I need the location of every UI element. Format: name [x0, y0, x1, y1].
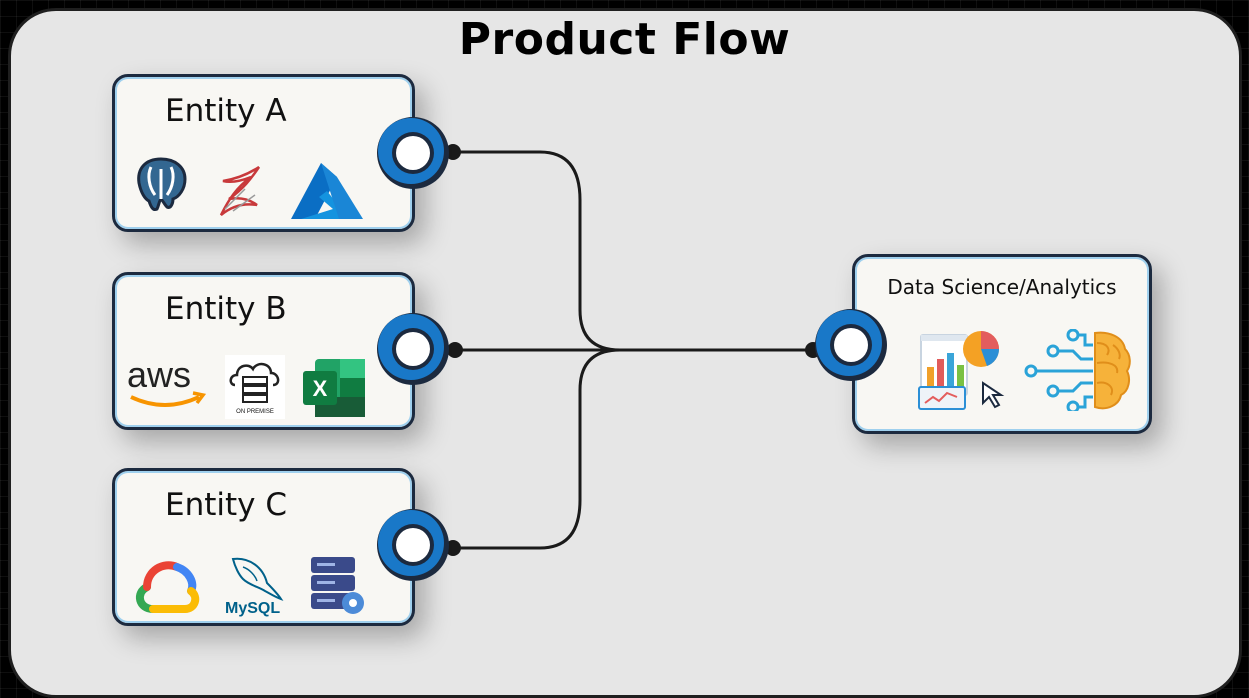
excel-icon-letter: X — [313, 376, 328, 401]
entity-a-connector[interactable] — [374, 114, 452, 192]
google-cloud-icon — [135, 561, 200, 613]
azure-icon — [291, 163, 363, 219]
aws-icon-text: aws — [127, 355, 191, 395]
sql-server-icon — [219, 165, 261, 216]
analytics-connector[interactable] — [812, 306, 890, 384]
connection-lines — [445, 144, 821, 556]
database-server-icon — [311, 557, 364, 614]
analytics-card[interactable]: Data Science/Analytics — [852, 254, 1152, 434]
on-premise-label: ON PREMISE — [236, 409, 274, 415]
ai-brain-icon — [1024, 329, 1131, 411]
entity-a-card[interactable]: Entity A — [112, 74, 415, 232]
postgresql-icon — [137, 157, 187, 211]
entity-b-title: Entity B — [165, 291, 287, 327]
aws-icon: aws — [127, 355, 207, 407]
entity-a-title: Entity A — [165, 93, 287, 129]
excel-icon: X — [303, 359, 365, 417]
wire-dot-c — [445, 540, 461, 556]
analytics-title: Data Science/Analytics — [887, 275, 1117, 299]
wire-entity-a — [455, 150, 815, 352]
on-premise-server-icon: ON PREMISE — [225, 355, 285, 419]
entity-c-card[interactable]: Entity C MySQL — [112, 468, 415, 626]
entity-b-connector[interactable] — [374, 310, 452, 388]
entity-c-connector[interactable] — [374, 506, 452, 584]
mysql-icon-text: MySQL — [225, 600, 280, 617]
analytics-dashboard-icon — [918, 331, 1005, 410]
wire-dot-a — [445, 144, 461, 160]
mysql-icon: MySQL — [225, 557, 284, 617]
wire-dot-b — [447, 342, 463, 358]
entity-c-title: Entity C — [165, 487, 288, 523]
wire-entity-c — [455, 348, 621, 550]
diagram-title: Product Flow — [458, 14, 791, 65]
entity-b-card[interactable]: Entity B aws ON PREMISE X — [112, 272, 415, 430]
